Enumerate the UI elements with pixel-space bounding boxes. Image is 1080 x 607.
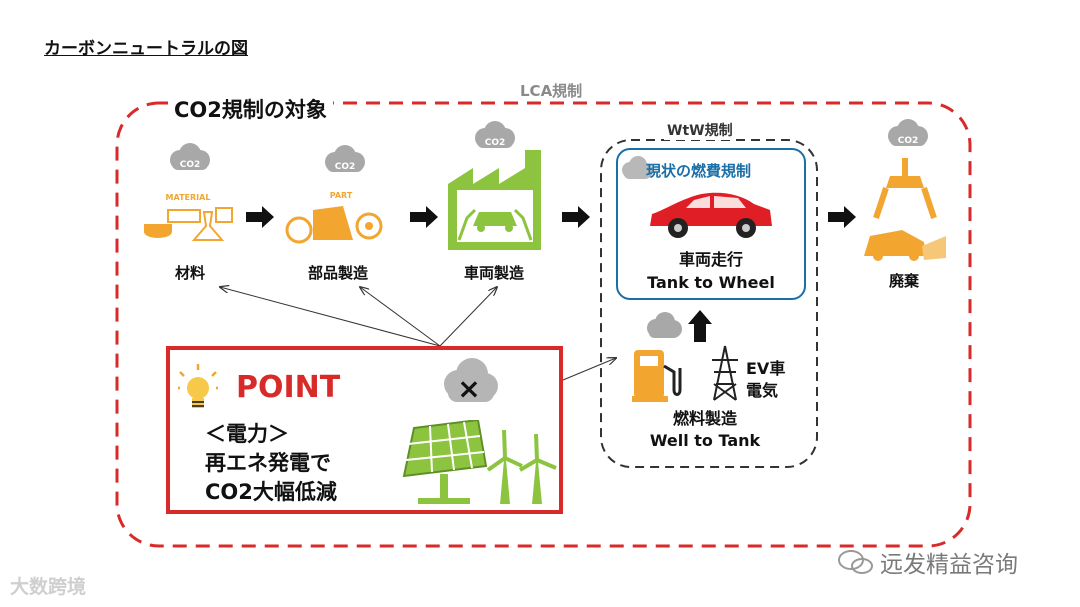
point-arrow-material xyxy=(220,287,441,347)
watermark-left: 大数跨境 xyxy=(10,576,87,598)
watermark-right: 远发精益咨询 xyxy=(880,552,1018,578)
stage-label-vehicle-mfg: 車両製造 xyxy=(463,264,524,282)
fuel-production-text: 燃料製造 xyxy=(672,409,737,428)
point-text: ＜電力＞ 再エネ発電で CO2大幅低減 xyxy=(205,420,337,507)
wechat-icon xyxy=(838,550,873,574)
parts-icon: CO2 PART xyxy=(285,145,383,244)
stage-label-parts: 部品製造 xyxy=(307,264,368,282)
co2-cloud-text: CO2 xyxy=(335,162,356,172)
no-co2-icon: × xyxy=(444,358,498,405)
well-to-tank-text: Well to Tank xyxy=(649,431,761,450)
lightbulb-icon xyxy=(178,364,218,408)
point-box xyxy=(166,346,563,514)
page-title: カーボンニュートラルの図 xyxy=(44,39,248,59)
tank-to-wheel-text: Tank to Wheel xyxy=(647,273,775,292)
point-line-co2-reduction: CO2大幅低減 xyxy=(205,480,337,504)
stage-label-material: 材料 xyxy=(174,264,205,282)
material-sign: MATERIAL xyxy=(166,193,211,202)
co2-cloud-icon xyxy=(647,312,682,338)
point-line-electricity: ＜電力＞ xyxy=(205,422,289,446)
lca-frame xyxy=(115,101,972,548)
flow-arrow-3 xyxy=(562,206,590,228)
electricity-text: 電気 xyxy=(746,381,779,400)
point-title: POINT xyxy=(236,370,341,405)
co2-cloud-icon: CO2 xyxy=(170,143,210,170)
flow-arrow-4 xyxy=(828,206,856,228)
part-sign: PART xyxy=(330,191,353,200)
disposal-icon: CO2 xyxy=(864,119,946,261)
co2-cloud-icon xyxy=(622,156,653,179)
cross-mark: × xyxy=(457,372,480,405)
lca-label: LCA規制 xyxy=(520,82,583,100)
material-icon: CO2 MATERIAL xyxy=(144,143,233,241)
tank-to-wheel-label: 車両走行 Tank to Wheel xyxy=(628,248,794,294)
co2-cloud-text: CO2 xyxy=(180,160,201,170)
well-to-tank-label: 燃料製造 Well to Tank xyxy=(630,408,780,452)
current-regulation-title: 現状の燃費規制 xyxy=(646,162,752,180)
flow-arrow-up xyxy=(688,310,712,342)
wtw-frame xyxy=(600,139,818,468)
ev-car-text: EV車 xyxy=(746,359,786,378)
flow-arrow-1 xyxy=(246,206,274,228)
point-arrow-fuel xyxy=(562,358,616,381)
point-arrow-parts xyxy=(360,287,441,347)
flow-arrow-2 xyxy=(410,206,438,228)
ev-label: EV車 電気 xyxy=(746,358,785,402)
co2-cloud-icon: CO2 xyxy=(888,119,928,146)
co2-cloud-icon: CO2 xyxy=(475,121,515,148)
solar-panel-icon xyxy=(402,420,488,504)
point-arrow-vehicle xyxy=(439,287,497,347)
power-tower-icon xyxy=(712,345,738,401)
co2-cloud-icon: CO2 xyxy=(325,145,365,172)
wtw-label: WtW規制 xyxy=(664,120,736,140)
wind-turbine-icon xyxy=(486,429,557,504)
stage-label-disposal: 廃棄 xyxy=(888,272,919,290)
co2-cloud-text: CO2 xyxy=(898,136,919,146)
fuel-pump-icon xyxy=(632,350,682,402)
co2-cloud-text: CO2 xyxy=(485,138,506,148)
vehicle-driving-text: 車両走行 xyxy=(678,250,743,269)
co2-scope-label: CO2規制の対象 xyxy=(168,94,333,124)
point-line-renewable: 再エネ発電で xyxy=(205,451,331,475)
red-car-icon xyxy=(650,192,772,238)
factory-icon: CO2 xyxy=(448,121,541,250)
